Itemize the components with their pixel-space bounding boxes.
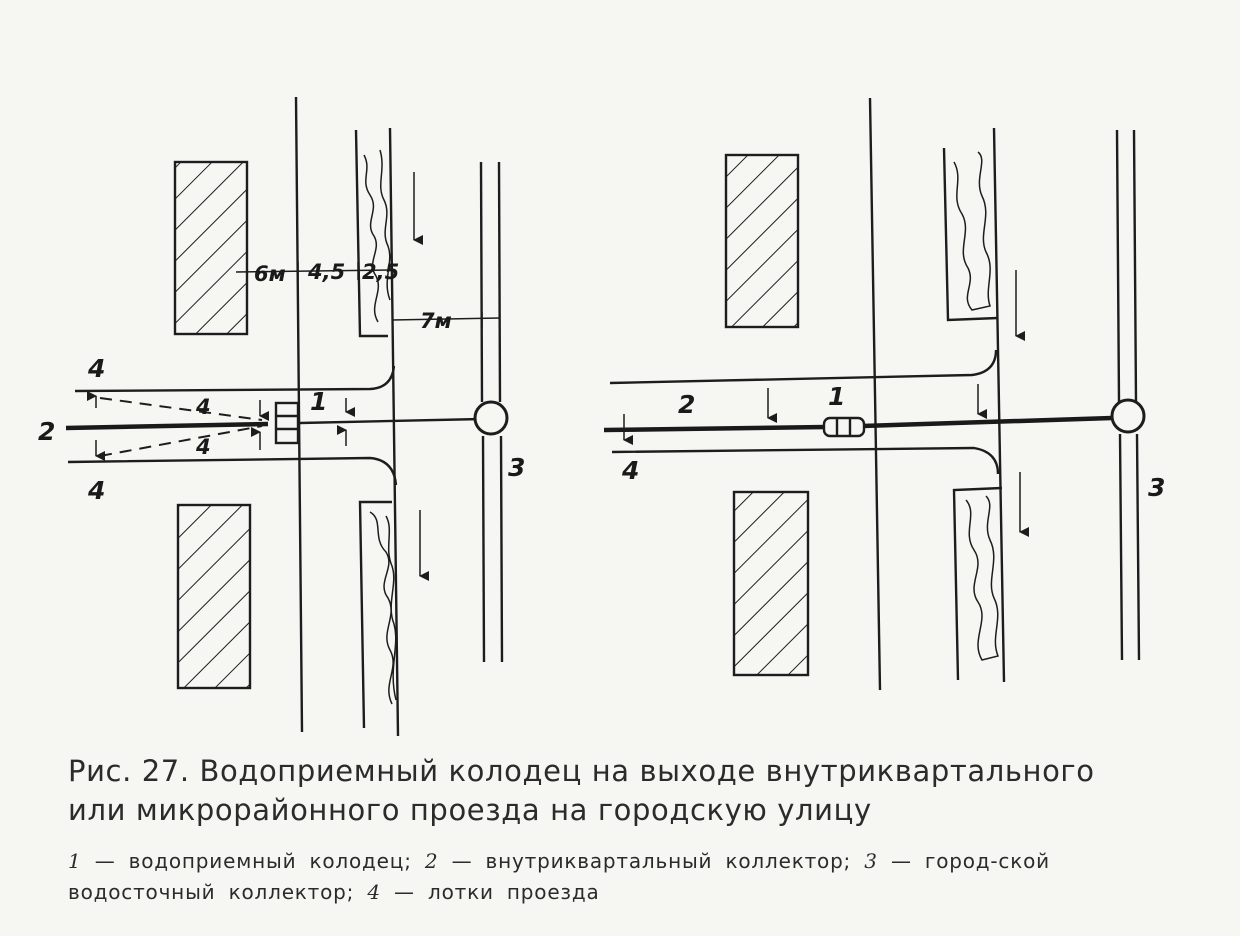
lawn-strip-bottom bbox=[358, 500, 397, 729]
city-collector-right-left-wall-top bbox=[1115, 129, 1121, 403]
legend-num-1: 1 bbox=[68, 849, 82, 873]
inner-block-collector-right bbox=[603, 424, 827, 433]
legend-num-2: 2 bbox=[424, 849, 439, 873]
building-bottom-left bbox=[176, 503, 252, 690]
label-2-right: 2 bbox=[678, 390, 695, 419]
label-4-bottom: 4 bbox=[87, 476, 105, 505]
driveway-edge-bottom-right bbox=[611, 446, 1000, 475]
building-top-right bbox=[724, 153, 800, 329]
label-4-tray-bottom: 4 bbox=[195, 435, 211, 459]
figure-caption: Рис. 27. Водоприемный колодец на выходе … bbox=[68, 752, 1188, 830]
building-bottom-right bbox=[732, 490, 810, 677]
lawn-strip-bottom-right bbox=[952, 486, 1003, 681]
driveway-edge-top bbox=[74, 365, 396, 393]
dim-4-5: 4,5 bbox=[307, 260, 345, 284]
figure-legend: 1 — водоприемный колодец; 2 — внутриквар… bbox=[68, 846, 1188, 908]
driveway-edge-top-right bbox=[609, 349, 998, 385]
city-collector-right-right-wall-top bbox=[1132, 129, 1138, 403]
label-3-right: 3 bbox=[1148, 473, 1165, 502]
lawn-strip-top bbox=[354, 129, 391, 338]
city-collector-right-right-wall-bottom bbox=[1135, 433, 1141, 661]
inner-block-collector bbox=[65, 421, 269, 431]
dim-2-5: 2,5 bbox=[362, 260, 399, 284]
label-4-right: 4 bbox=[621, 456, 639, 485]
lawn-strip-top-right bbox=[942, 147, 999, 322]
dim-7m: 7м bbox=[420, 309, 452, 333]
legend-text-3: — город-ской водосточный коллектор; bbox=[68, 849, 1050, 904]
connection-pipe bbox=[299, 417, 483, 425]
legend-num-3: 3 bbox=[864, 849, 878, 873]
label-3: 3 bbox=[508, 453, 525, 482]
dim-6m: 6м bbox=[254, 262, 286, 286]
right-scheme: 2 1 4 3 bbox=[603, 97, 1165, 691]
water-inlet-well bbox=[274, 401, 300, 445]
water-inlet-well-right bbox=[822, 416, 866, 438]
label-4-tray-top: 4 bbox=[195, 395, 211, 419]
tray-flow-top bbox=[99, 397, 263, 421]
legend-text-1: — водоприемный колодец; bbox=[81, 849, 425, 873]
tray-flow-bottom bbox=[99, 425, 263, 457]
carriageway-edge-right bbox=[992, 127, 1006, 683]
label-1: 1 bbox=[310, 387, 327, 416]
city-collector-right-left-wall-bottom bbox=[1118, 433, 1124, 661]
label-4-top: 4 bbox=[87, 354, 105, 383]
label-2: 2 bbox=[38, 417, 55, 446]
label-1-right: 1 bbox=[828, 382, 845, 411]
collector-continuation-right bbox=[861, 415, 1113, 429]
city-collector-right-wall-bottom bbox=[499, 435, 504, 663]
city-collector-left-wall-bottom bbox=[481, 435, 486, 663]
drainage-diagram: 6м 4,5 2,5 7м 4 2 4 4 4 1 3 bbox=[38, 96, 1165, 737]
caption-line-1: Рис. 27. Водоприемный колодец на выходе … bbox=[68, 754, 1095, 788]
driveway-edge-bottom bbox=[67, 456, 398, 486]
left-scheme: 6м 4,5 2,5 7м 4 2 4 4 4 1 3 bbox=[38, 96, 525, 737]
caption-line-2: или микрорайонного проезда на городскую … bbox=[68, 793, 872, 827]
dimension-row bbox=[235, 262, 501, 328]
city-collector-right-wall-top bbox=[497, 161, 502, 403]
legend-text-2: — внутриквартальный коллектор; bbox=[438, 849, 865, 873]
building-top-left bbox=[173, 160, 249, 336]
street-red-line-right bbox=[868, 97, 882, 691]
collector-manhole bbox=[473, 400, 509, 436]
carriageway-edge bbox=[388, 127, 400, 737]
legend-text-4: — лотки проезда bbox=[380, 880, 600, 904]
city-collector-left-wall-top bbox=[479, 161, 484, 403]
legend-num-4: 4 bbox=[367, 880, 381, 904]
collector-manhole-right bbox=[1110, 398, 1146, 434]
